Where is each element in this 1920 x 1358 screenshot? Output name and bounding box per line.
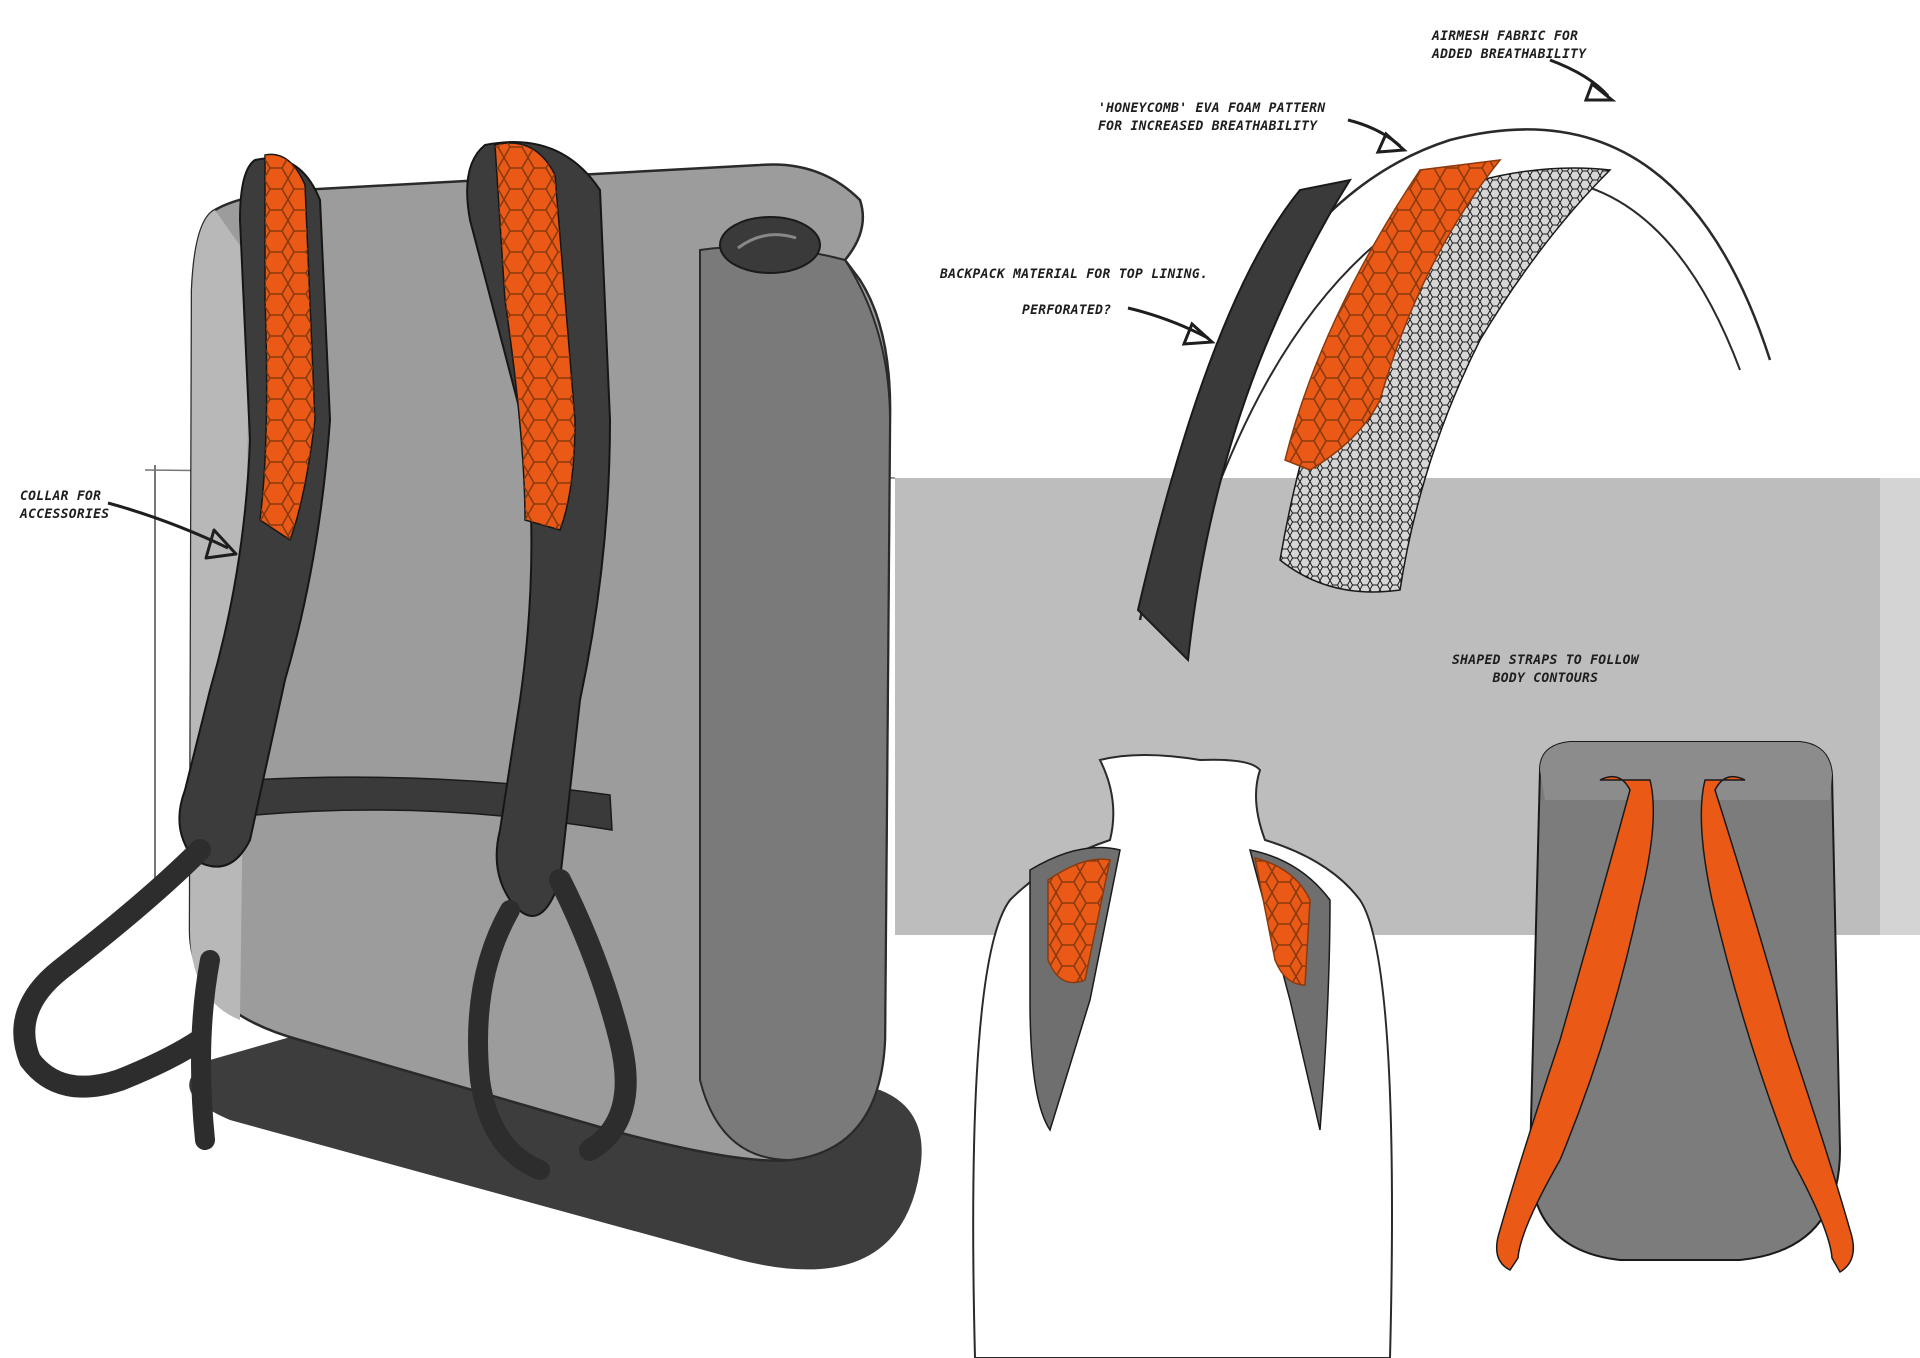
right-shoulder-strap	[466, 141, 637, 1180]
annotation-airmesh-line1: Airmesh fabric for	[1432, 29, 1579, 44]
perforated-arrow	[1127, 306, 1216, 346]
annotation-airmesh: Airmesh fabric for added breathability	[1432, 28, 1586, 64]
small-backpack	[1495, 741, 1855, 1274]
annotation-collar: Collar for accessories	[20, 488, 109, 524]
annotation-collar-line1: Collar for	[20, 489, 102, 504]
annotation-honeycomb-line2: for increased breathability	[1098, 119, 1318, 134]
annotation-honeycomb-line1: 'Honeycomb' EVA foam pattern	[1098, 101, 1326, 116]
annotation-straps-line2: body contours	[1492, 671, 1599, 686]
annotation-collar-line2: accessories	[20, 507, 110, 522]
annotation-straps-line1: Shaped straps to follow	[1452, 653, 1639, 668]
annotation-honeycomb: 'Honeycomb' EVA foam pattern for increas…	[1098, 100, 1326, 136]
annotation-airmesh-line2: added breathability	[1432, 47, 1587, 62]
strap-material-detail	[1136, 128, 1772, 663]
left-shoulder-strap	[13, 153, 332, 1150]
annotation-straps: Shaped straps to follow body contours	[1452, 652, 1639, 688]
airmesh-arrow	[1549, 58, 1617, 102]
collar-arrow	[107, 501, 238, 560]
body-contour-figure	[972, 754, 1393, 1358]
annotation-top-lining-line1: Backpack material for top lining.	[940, 267, 1209, 282]
annotation-perforated: Perforated?	[1022, 302, 1111, 320]
honeycomb-arrow	[1347, 118, 1408, 154]
annotation-perforated-line1: Perforated?	[1022, 303, 1112, 318]
annotation-top-lining: Backpack material for top lining.	[940, 266, 1208, 284]
